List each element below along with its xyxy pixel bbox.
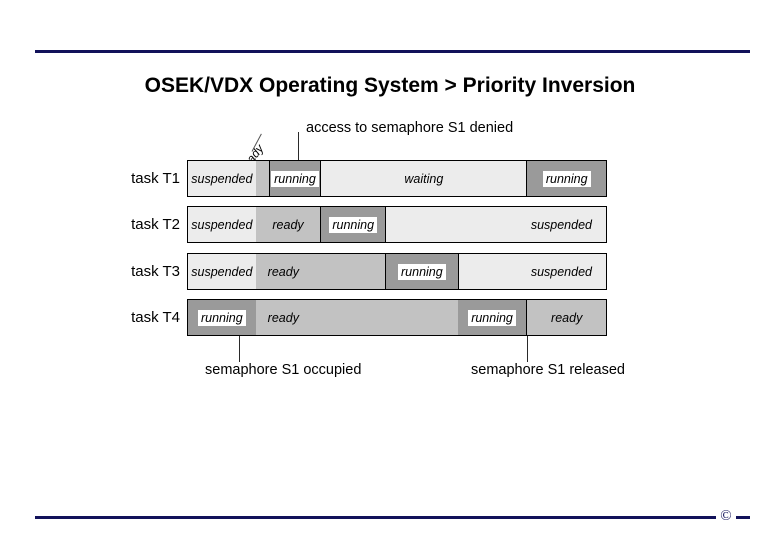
task-label-t3: task T3 — [131, 263, 180, 280]
timeline-row-t2: suspended ready running suspended — [187, 206, 607, 243]
segment-label: running — [468, 309, 516, 326]
segment-label: ready — [267, 264, 299, 279]
segment-t3-suspended-1: suspended — [188, 254, 256, 289]
segment-t2-suspended-2: suspended — [385, 207, 606, 242]
segment-t4-ready-2: ready — [526, 300, 606, 335]
segment-t1-suspended: suspended — [188, 161, 256, 196]
segment-t2-suspended-1: suspended — [188, 207, 256, 242]
segment-label: suspended — [530, 264, 592, 279]
segment-label: suspended — [530, 217, 592, 232]
access-denied-label: access to semaphore S1 denied — [306, 120, 514, 136]
task-label-t1: task T1 — [131, 170, 180, 187]
segment-t4-running-1: running — [188, 300, 256, 335]
segment-t1-waiting: waiting — [320, 161, 527, 196]
segment-t1-ready — [255, 161, 269, 196]
segment-t1-running-2: running — [526, 161, 606, 196]
segment-label: suspended — [191, 264, 253, 279]
timeline-row-t4: running ready running ready — [187, 299, 607, 336]
segment-label: ready — [267, 310, 299, 325]
segment-t1-running-1: running — [268, 161, 321, 196]
semaphore-released-leader — [527, 336, 528, 362]
segment-label: ready — [272, 217, 304, 232]
segment-t3-suspended-2: suspended — [457, 254, 606, 289]
segment-label: running — [271, 170, 319, 187]
segment-t2-running: running — [320, 207, 386, 242]
semaphore-occupied-leader — [239, 336, 240, 362]
task-label-t4: task T4 — [131, 309, 180, 326]
footer-divider — [35, 516, 750, 519]
segment-label: suspended — [191, 217, 253, 232]
segment-t4-ready-1: ready — [255, 300, 458, 335]
segment-t3-ready: ready — [255, 254, 386, 289]
segment-label: running — [197, 309, 246, 326]
segment-label: running — [329, 216, 378, 233]
timeline-row-t1: suspended running waiting running — [187, 160, 607, 197]
header-divider — [35, 50, 750, 53]
segment-t2-ready: ready — [255, 207, 321, 242]
segment-label: suspended — [191, 171, 253, 186]
copyright-icon: © — [716, 506, 736, 526]
page-title: OSEK/VDX Operating System > Priority Inv… — [144, 74, 636, 97]
access-denied-leader — [298, 132, 299, 172]
timeline-row-t3: suspended ready running suspended — [187, 253, 607, 290]
segment-t4-running-2: running — [457, 300, 527, 335]
semaphore-released-label: semaphore S1 released — [471, 362, 625, 378]
semaphore-occupied-label: semaphore S1 occupied — [205, 362, 362, 378]
task-label-t2: task T2 — [131, 216, 180, 233]
segment-label: ready — [551, 310, 583, 325]
segment-t3-running: running — [385, 254, 458, 289]
segment-label: running — [398, 263, 446, 280]
segment-label: running — [542, 170, 591, 187]
segment-label: waiting — [404, 171, 444, 186]
